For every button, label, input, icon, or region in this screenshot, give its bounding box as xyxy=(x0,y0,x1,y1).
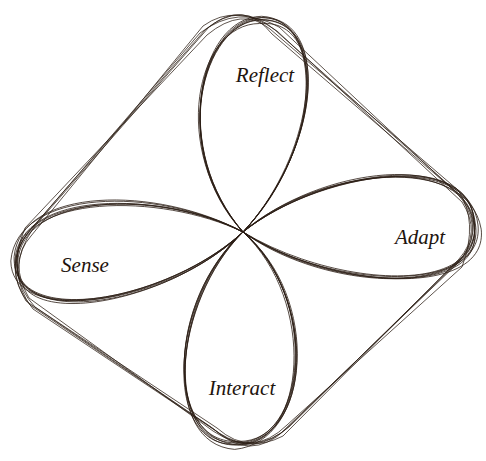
petal-loop: Sense xyxy=(5,185,247,310)
petal-outline xyxy=(160,228,325,450)
petal-label: Interact xyxy=(209,378,275,399)
petal-label: Reflect xyxy=(236,65,294,86)
petal-outline xyxy=(180,10,330,236)
petal-label: Adapt xyxy=(395,227,445,248)
petal-label: Sense xyxy=(61,255,109,276)
petal-outline xyxy=(5,185,247,310)
petal-loop: Reflect xyxy=(180,10,330,236)
petal-loop: Interact xyxy=(160,228,325,450)
